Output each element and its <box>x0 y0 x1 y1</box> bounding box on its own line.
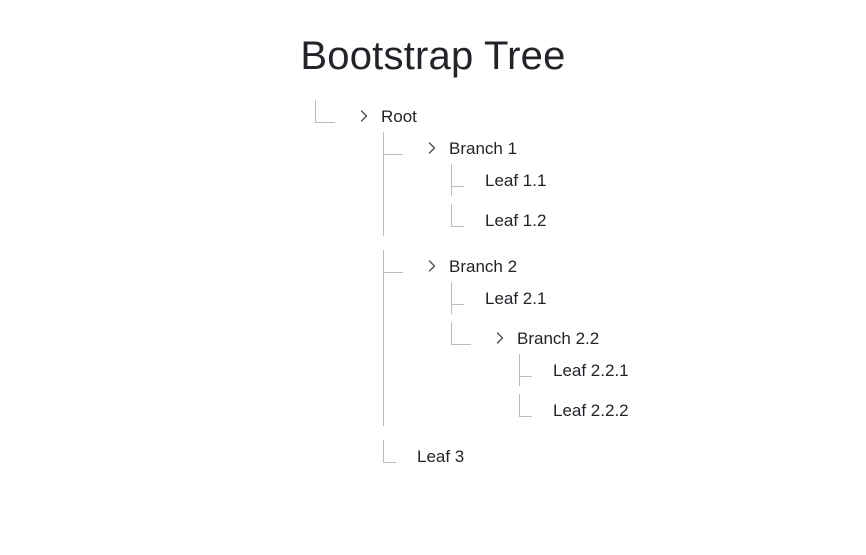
tree-node-leaf-1-2[interactable]: Leaf 1.2 <box>451 204 629 236</box>
tree-node-label-leaf-2-2-2: Leaf 2.2.2 <box>553 400 629 420</box>
tree-node-row-leaf-3[interactable]: Leaf 3 <box>417 440 629 472</box>
tree-node-row-root[interactable]: Root <box>349 100 629 132</box>
tree-children-branch-1: Leaf 1.1 Leaf 1.2 <box>451 164 629 236</box>
tree-node-root[interactable]: Root Branch 1 <box>315 100 629 472</box>
tree-node-row-branch-2-2[interactable]: Branch 2.2 <box>485 322 629 354</box>
tree-node-branch-2-2[interactable]: Branch 2.2 Leaf 2.2.1 <box>451 322 629 426</box>
tree-view: Root Branch 1 <box>315 100 629 472</box>
tree-node-label-leaf-2-1: Leaf 2.1 <box>485 288 547 308</box>
tree-node-row-leaf-2-2-2[interactable]: Leaf 2.2.2 <box>553 394 629 426</box>
tree-node-branch-2[interactable]: Branch 2 Leaf 2.1 <box>383 250 629 426</box>
tree-node-leaf-2-2-1[interactable]: Leaf 2.2.1 <box>519 354 629 386</box>
tree-node-label-leaf-2-2-1: Leaf 2.2.1 <box>553 360 629 380</box>
tree-node-label-leaf-1-1: Leaf 1.1 <box>485 170 547 190</box>
chevron-right-icon[interactable] <box>424 258 440 274</box>
tree-node-row-leaf-1-1[interactable]: Leaf 1.1 <box>485 164 629 196</box>
tree-node-leaf-3[interactable]: Leaf 3 <box>383 440 629 472</box>
tree-node-leaf-2-2-2[interactable]: Leaf 2.2.2 <box>519 394 629 426</box>
tree-node-leaf-1-1[interactable]: Leaf 1.1 <box>451 164 629 196</box>
chevron-right-icon[interactable] <box>356 108 372 124</box>
tree-node-row-leaf-2-2-1[interactable]: Leaf 2.2.1 <box>553 354 629 386</box>
page-title: Bootstrap Tree <box>300 34 566 78</box>
tree-node-branch-1[interactable]: Branch 1 Leaf 1.1 Leaf 1.2 <box>383 132 629 236</box>
chevron-right-icon[interactable] <box>424 140 440 156</box>
tree-node-row-branch-2[interactable]: Branch 2 <box>417 250 629 282</box>
tree-node-label-branch-2: Branch 2 <box>449 256 518 276</box>
tree-root-list: Root Branch 1 <box>315 100 629 472</box>
tree-node-label-leaf-1-2: Leaf 1.2 <box>485 210 547 230</box>
tree-node-label-branch-1: Branch 1 <box>449 138 518 158</box>
tree-node-label-root: Root <box>381 106 417 126</box>
tree-children-branch-2: Leaf 2.1 Branch 2.2 <box>451 282 629 426</box>
tree-children-root: Branch 1 Leaf 1.1 Leaf 1.2 <box>383 132 629 472</box>
tree-node-row-leaf-2-1[interactable]: Leaf 2.1 <box>485 282 629 314</box>
tree-node-row-branch-1[interactable]: Branch 1 <box>417 132 629 164</box>
tree-node-row-leaf-1-2[interactable]: Leaf 1.2 <box>485 204 629 236</box>
chevron-right-icon[interactable] <box>492 330 508 346</box>
tree-node-label-branch-2-2: Branch 2.2 <box>517 328 600 348</box>
tree-node-label-leaf-3: Leaf 3 <box>417 446 465 466</box>
tree-children-branch-2-2: Leaf 2.2.1 Leaf 2.2.2 <box>519 354 629 426</box>
tree-node-leaf-2-1[interactable]: Leaf 2.1 <box>451 282 629 314</box>
